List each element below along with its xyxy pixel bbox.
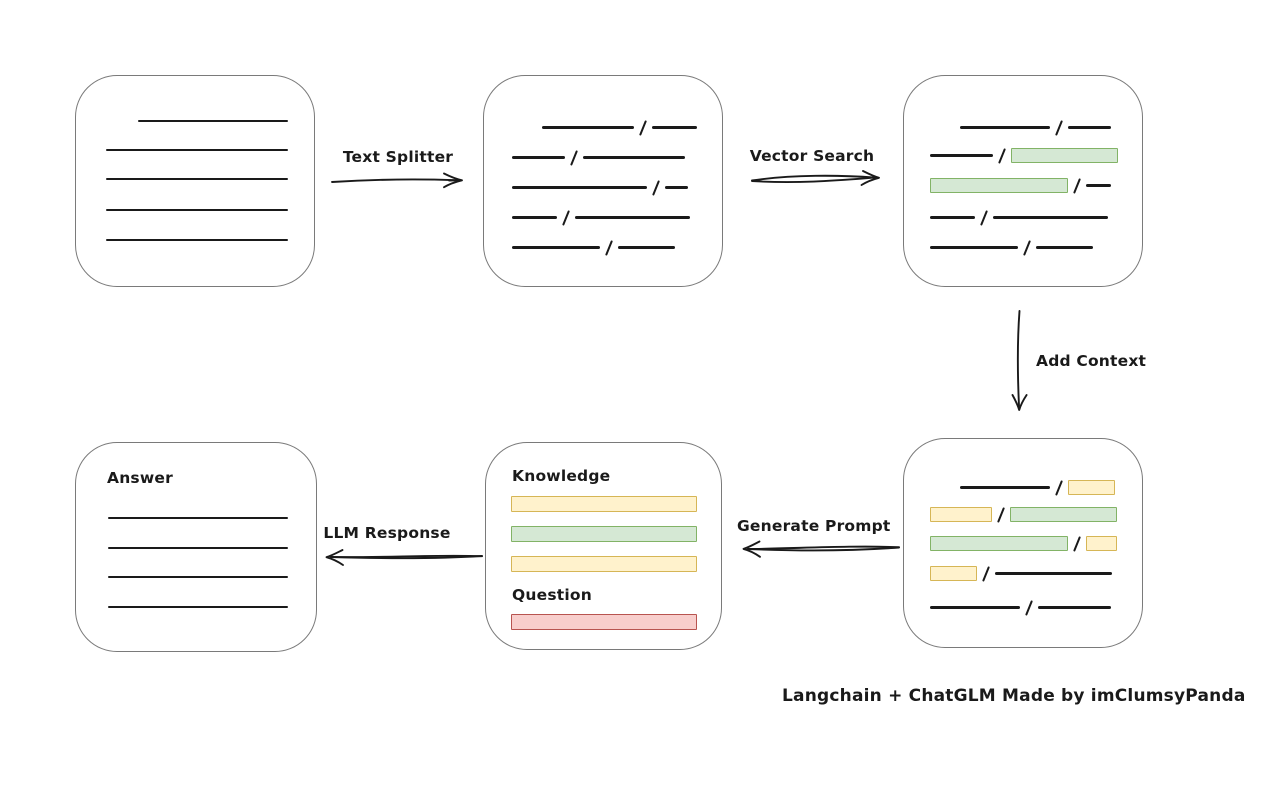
chunk-line bbox=[512, 216, 557, 219]
green-highlight-chip bbox=[1011, 148, 1118, 163]
chunk-line bbox=[993, 216, 1108, 219]
chunk-line bbox=[542, 126, 634, 129]
chunk-line bbox=[575, 216, 690, 219]
slash-separator bbox=[1054, 118, 1064, 137]
green-highlight-chip bbox=[1010, 507, 1117, 522]
chunk-row bbox=[512, 178, 688, 197]
slash-separator bbox=[1072, 534, 1082, 553]
text-line bbox=[106, 209, 288, 212]
slash-separator bbox=[1072, 176, 1082, 195]
chunk-row bbox=[960, 118, 1111, 137]
yellow-highlight-chip bbox=[1086, 536, 1117, 551]
chunk-row bbox=[930, 564, 1112, 583]
chunk-row bbox=[512, 238, 675, 257]
chunk-line bbox=[930, 154, 993, 157]
text-splitter-label: Text Splitter bbox=[342, 148, 454, 166]
chunk-line bbox=[960, 486, 1050, 489]
slash-separator bbox=[996, 505, 1006, 524]
chunk-line bbox=[995, 572, 1112, 575]
llm-response-label: LLM Response bbox=[323, 524, 451, 542]
chunk-line bbox=[665, 186, 688, 189]
chunk-line bbox=[960, 126, 1050, 129]
chunk-row bbox=[930, 505, 1117, 524]
text-line bbox=[108, 606, 288, 609]
yellow-prompt-bar bbox=[511, 556, 697, 572]
chunk-line bbox=[618, 246, 675, 249]
text-line bbox=[108, 517, 288, 520]
chunk-line bbox=[930, 606, 1020, 609]
add-context-arrow bbox=[1011, 310, 1028, 411]
chunk-line bbox=[1038, 606, 1111, 609]
chunk-row bbox=[930, 534, 1117, 553]
chunk-line bbox=[930, 246, 1018, 249]
slash-separator bbox=[604, 238, 614, 257]
add-context-label: Add Context bbox=[1036, 352, 1147, 370]
chunk-line bbox=[1036, 246, 1093, 249]
chunk-line bbox=[512, 246, 600, 249]
slash-separator bbox=[981, 564, 991, 583]
text-splitter-arrow bbox=[331, 172, 463, 189]
chunk-row bbox=[930, 598, 1111, 617]
green-highlight-chip bbox=[930, 536, 1068, 551]
diagram-caption: Langchain + ChatGLM Made by imClumsyPand… bbox=[782, 686, 1246, 706]
text-line bbox=[106, 149, 288, 152]
slash-separator bbox=[997, 146, 1007, 165]
slash-separator bbox=[651, 178, 661, 197]
chunk-row bbox=[512, 208, 690, 227]
chunk-row bbox=[960, 478, 1115, 497]
source-document-node bbox=[75, 75, 315, 287]
answer-label: Answer bbox=[107, 469, 173, 487]
context-chunks-node bbox=[903, 438, 1143, 648]
answer-node: Answer bbox=[75, 442, 317, 652]
slash-separator bbox=[569, 148, 579, 167]
search-results-node bbox=[903, 75, 1143, 287]
slash-separator bbox=[561, 208, 571, 227]
chunk-line bbox=[930, 216, 975, 219]
chunk-line bbox=[1086, 184, 1111, 187]
chunk-row bbox=[930, 146, 1118, 165]
slash-separator bbox=[1054, 478, 1064, 497]
slash-separator bbox=[979, 208, 989, 227]
text-line bbox=[138, 120, 288, 123]
vector-search-label: Vector Search bbox=[749, 147, 875, 165]
chunk-line bbox=[652, 126, 697, 129]
red-prompt-bar bbox=[511, 614, 697, 630]
chunk-row bbox=[930, 238, 1093, 257]
chunk-row bbox=[512, 148, 685, 167]
text-line bbox=[106, 178, 288, 181]
chunk-row bbox=[930, 208, 1108, 227]
question-label: Question bbox=[512, 586, 592, 604]
chunk-row bbox=[930, 176, 1111, 195]
chunk-row bbox=[542, 118, 697, 137]
text-line bbox=[108, 547, 288, 550]
yellow-highlight-chip bbox=[930, 507, 992, 522]
chunk-line bbox=[1068, 126, 1111, 129]
green-prompt-bar bbox=[511, 526, 697, 542]
yellow-prompt-bar bbox=[511, 496, 697, 512]
yellow-highlight-chip bbox=[930, 566, 977, 581]
prompt-node: Knowledge Question bbox=[485, 442, 722, 650]
yellow-highlight-chip bbox=[1068, 480, 1115, 495]
generate-prompt-arrow bbox=[742, 540, 900, 558]
vector-search-arrow bbox=[751, 170, 880, 186]
generate-prompt-label: Generate Prompt bbox=[737, 517, 891, 535]
slash-separator bbox=[638, 118, 648, 137]
green-highlight-chip bbox=[930, 178, 1068, 193]
chunk-line bbox=[512, 156, 565, 159]
knowledge-label: Knowledge bbox=[512, 467, 611, 485]
text-line bbox=[106, 239, 288, 242]
chunk-line bbox=[583, 156, 685, 159]
split-chunks-node bbox=[483, 75, 723, 287]
chunk-line bbox=[512, 186, 647, 189]
llm-response-arrow bbox=[325, 549, 483, 566]
slash-separator bbox=[1024, 598, 1034, 617]
text-line bbox=[108, 576, 288, 579]
slash-separator bbox=[1022, 238, 1032, 257]
